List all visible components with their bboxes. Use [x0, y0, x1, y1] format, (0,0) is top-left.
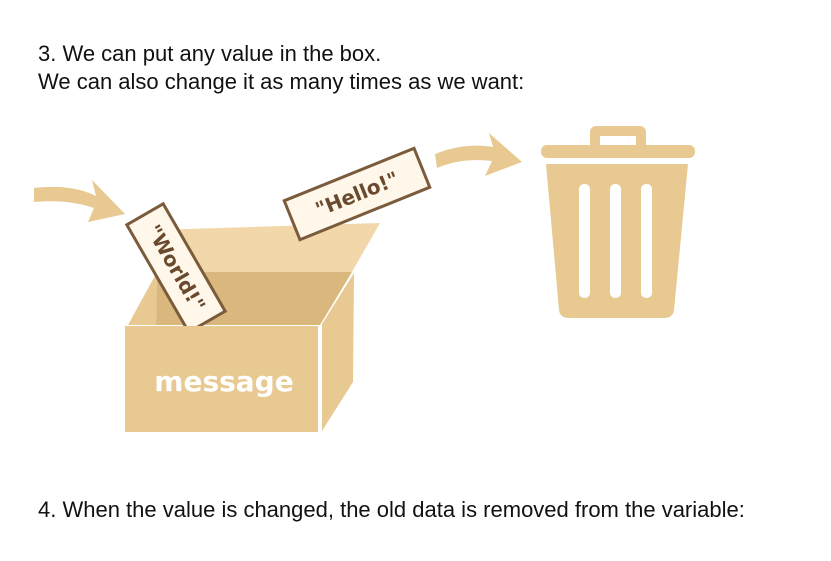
step-3-line2: We can also change it as many times as w…	[38, 69, 525, 94]
box-icon: "World!" message	[124, 201, 380, 432]
step-3-line1: 3. We can put any value in the box.	[38, 41, 382, 66]
box-label: message	[154, 365, 293, 398]
incoming-arrow-icon	[34, 180, 125, 222]
step-4-line: 4. When the value is changed, the old da…	[38, 497, 745, 522]
world-value-tag: "World!"	[124, 201, 228, 335]
trash-can-icon	[541, 126, 695, 318]
discard-arrow-icon	[435, 133, 522, 176]
